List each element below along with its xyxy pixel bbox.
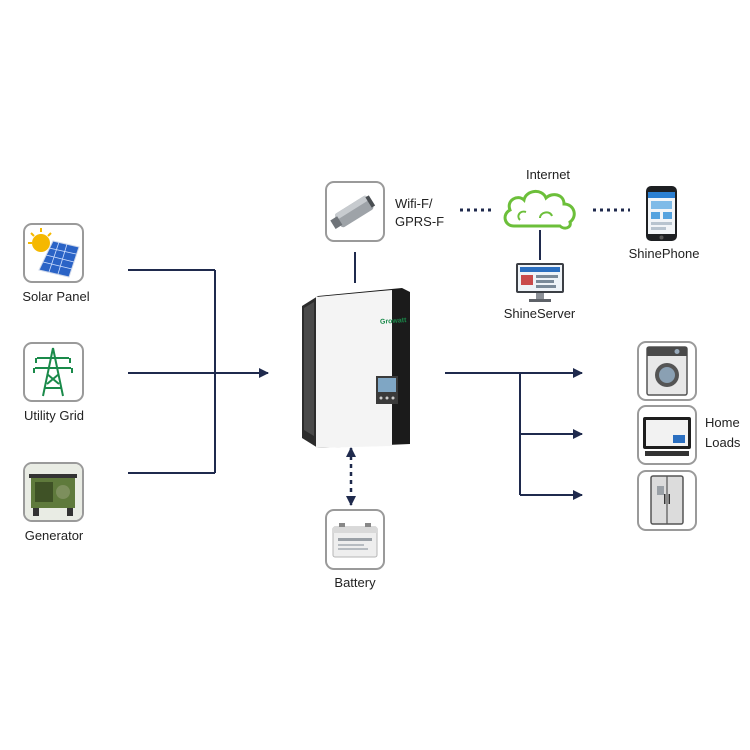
input-bus-lines [128, 269, 269, 474]
refrigerator-box [637, 470, 697, 531]
solar-panel-label: Solar Panel [22, 289, 90, 304]
internet-label: Internet [525, 167, 571, 182]
battery-label: Battery [334, 575, 376, 590]
home-loads-label-line2: Loads [705, 435, 741, 450]
utility-grid-label: Utility Grid [24, 408, 84, 423]
monitor-icon [516, 263, 564, 302]
washing-machine-icon [646, 346, 688, 396]
utility-grid-box [23, 342, 84, 402]
dongle-label-line1: Wifi-F/ [395, 196, 433, 211]
television-icon [643, 417, 691, 456]
generator-label: Generator [24, 528, 84, 543]
solar-panel-icon [28, 228, 80, 278]
dongle-box [325, 181, 385, 242]
home-loads-label-line1: Home [705, 415, 740, 430]
server-label: ShineServer [503, 306, 576, 321]
smartphone-icon [646, 186, 677, 241]
solar-panel-box [23, 223, 84, 283]
inverter-unit [302, 288, 410, 448]
dongle-label-line2: GPRS-F [395, 214, 445, 229]
phone-label: ShinePhone [628, 246, 700, 261]
cloud-icon [503, 190, 576, 230]
battery-box [325, 509, 385, 570]
battery-icon [332, 523, 378, 558]
generator-icon [25, 464, 82, 520]
power-tower-icon [33, 347, 73, 397]
washing-machine-box [637, 341, 697, 401]
generator-box [23, 462, 84, 522]
usb-dongle-icon [330, 195, 376, 230]
output-bus-lines [445, 368, 583, 500]
refrigerator-icon [650, 475, 684, 525]
television-box [637, 405, 697, 465]
